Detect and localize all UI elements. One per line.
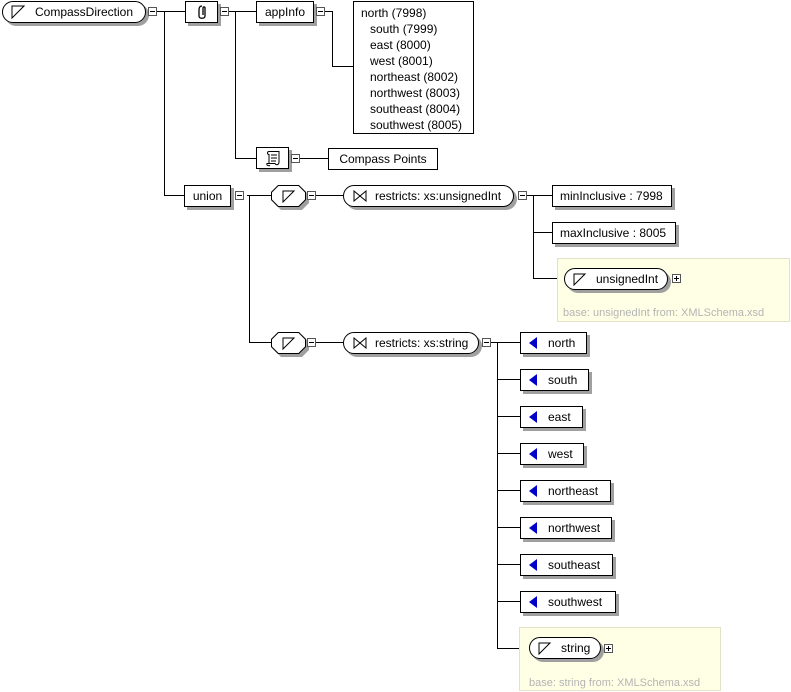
enumeration-south[interactable]: south xyxy=(520,369,589,391)
annotation-node[interactable] xyxy=(185,1,218,23)
enumeration-icon xyxy=(529,374,537,386)
enumeration-icon xyxy=(529,337,537,349)
root-collapse-toggle[interactable] xyxy=(148,7,157,16)
documentation-icon xyxy=(265,150,279,166)
documentation-text: Compass Points xyxy=(339,152,427,166)
simpletype-icon xyxy=(538,642,551,655)
enumeration-icon xyxy=(529,448,537,460)
union-collapse-toggle[interactable] xyxy=(235,191,244,200)
enumeration-icon xyxy=(529,596,537,608)
enumeration-north[interactable]: north xyxy=(520,332,587,354)
appinfo-node[interactable]: appInfo xyxy=(256,1,314,23)
restriction-unsignedint-collapse-toggle[interactable] xyxy=(518,191,527,200)
restriction-unsignedint-node[interactable]: restricts: xs:unsignedInt xyxy=(343,185,514,207)
enumeration-icon xyxy=(529,485,537,497)
appinfo-line: east (8000) xyxy=(370,38,431,52)
restriction-string-label: restricts: xs:string xyxy=(375,336,469,350)
maxinclusive-facet[interactable]: maxInclusive : 8005 xyxy=(552,222,676,244)
enumeration-southwest[interactable]: southwest xyxy=(520,591,616,613)
enumeration-label: northeast xyxy=(548,484,599,498)
simpletype-string-collapse-toggle[interactable] xyxy=(307,338,316,347)
restriction-icon xyxy=(353,190,367,202)
enumeration-southeast[interactable]: southeast xyxy=(520,554,613,576)
simpletype-icon xyxy=(282,190,295,203)
enumeration-icon xyxy=(529,522,537,534)
enumeration-label: east xyxy=(548,410,571,424)
appinfo-label: appInfo xyxy=(264,5,306,19)
enumeration-label: west xyxy=(548,447,573,461)
maxinclusive-label: maxInclusive : 8005 xyxy=(560,226,667,240)
simpletype-icon xyxy=(11,5,25,19)
base-string-expand-toggle[interactable] xyxy=(604,644,613,653)
base-unsignedint-note: base: unsignedInt from: XMLSchema.xsd xyxy=(563,307,765,319)
documentation-collapse-toggle[interactable] xyxy=(291,154,300,163)
anonymous-simpletype-uint-node[interactable] xyxy=(271,185,306,207)
enumeration-icon xyxy=(529,411,537,423)
base-string-note: base: string from: XMLSchema.xsd xyxy=(529,677,701,689)
enumeration-label: north xyxy=(548,336,576,350)
appinfo-content-box: north (7998) south (7999) east (8000) we… xyxy=(353,1,474,134)
mininclusive-facet[interactable]: minInclusive : 7998 xyxy=(552,185,672,207)
appinfo-line: west (8001) xyxy=(370,54,433,68)
anonymous-simpletype-string-node[interactable] xyxy=(271,332,306,354)
union-label: union xyxy=(192,189,223,203)
base-unsignedint-node[interactable]: unsignedInt xyxy=(564,268,668,290)
appinfo-line: north (7998) xyxy=(361,6,427,20)
annotation-collapse-toggle[interactable] xyxy=(220,7,229,16)
appinfo-line: northeast (8002) xyxy=(370,70,459,84)
appinfo-line: northwest (8003) xyxy=(370,86,461,100)
restriction-string-node[interactable]: restricts: xs:string xyxy=(343,332,479,354)
simpletype-icon xyxy=(573,273,586,286)
root-label: CompassDirection xyxy=(35,5,134,19)
annotation-icon xyxy=(197,5,206,19)
base-unsignedint-expand-toggle[interactable] xyxy=(672,274,681,283)
documentation-node[interactable] xyxy=(256,147,289,169)
root-simpletype-node[interactable]: CompassDirection xyxy=(2,1,146,23)
appinfo-collapse-toggle[interactable] xyxy=(316,7,325,16)
enumeration-northwest[interactable]: northwest xyxy=(520,517,612,539)
base-string-label: string xyxy=(561,641,591,655)
enumeration-label: south xyxy=(548,373,578,387)
enumeration-west[interactable]: west xyxy=(520,443,584,465)
enumeration-northeast[interactable]: northeast xyxy=(520,480,611,502)
restriction-unsignedint-label: restricts: xs:unsignedInt xyxy=(375,189,502,203)
simpletype-uint-collapse-toggle[interactable] xyxy=(307,191,316,200)
enumeration-east[interactable]: east xyxy=(520,406,583,428)
base-string-node[interactable]: string xyxy=(529,637,601,659)
enumeration-label: northwest xyxy=(548,521,601,535)
enumeration-icon xyxy=(529,559,537,571)
union-node[interactable]: union xyxy=(184,185,231,207)
appinfo-line: southwest (8005) xyxy=(370,118,463,132)
appinfo-line: southeast (8004) xyxy=(370,102,461,116)
restriction-string-collapse-toggle[interactable] xyxy=(482,338,491,347)
appinfo-line: south (7999) xyxy=(370,22,438,36)
mininclusive-label: minInclusive : 7998 xyxy=(560,189,663,203)
documentation-text-box: Compass Points xyxy=(328,148,438,170)
enumeration-label: southwest xyxy=(548,595,603,609)
restriction-icon xyxy=(353,337,367,349)
enumeration-label: southeast xyxy=(548,558,601,572)
base-unsignedint-label: unsignedInt xyxy=(596,272,659,286)
simpletype-icon xyxy=(282,337,295,350)
